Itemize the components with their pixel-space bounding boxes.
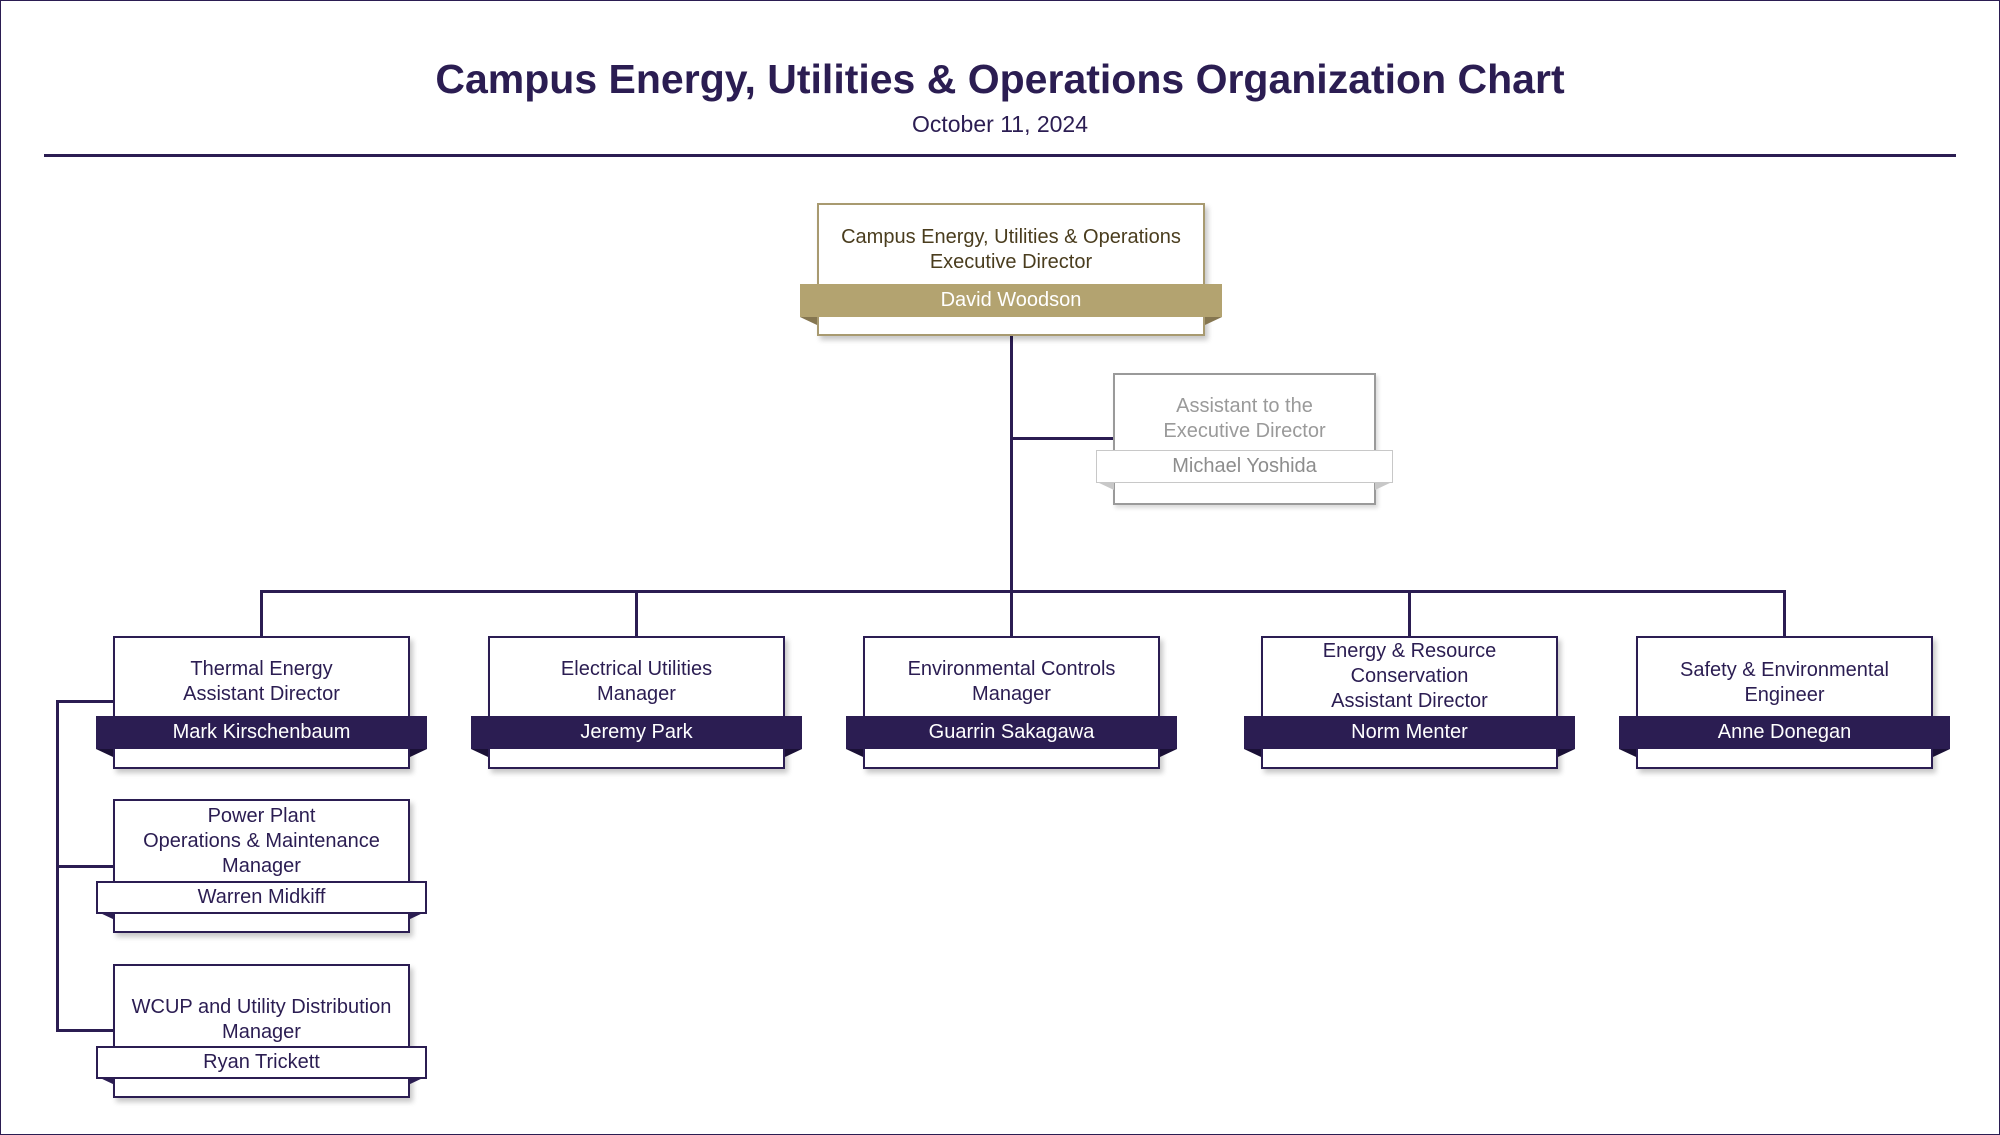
card-role: Environmental Controls Manager	[907, 658, 1116, 705]
org-card-environmental-controls: Environmental Controls Manager Guarrin S…	[846, 636, 1177, 769]
connector-drop-conservation	[1408, 590, 1411, 638]
card-box	[1113, 373, 1376, 505]
connector-thermal-powerplant	[56, 865, 114, 868]
card-name-band: Ryan Trickett	[96, 1046, 427, 1085]
org-card-energy-conservation: Energy & Resource Conservation Assistant…	[1244, 636, 1575, 769]
connector-thermal-top	[56, 700, 114, 703]
card-role: Assistant to the Executive Director	[1163, 395, 1326, 442]
card-role: Energy & Resource Conservation Assistant…	[1322, 639, 1497, 712]
chart-title: Campus Energy, Utilities & Operations Or…	[435, 56, 1565, 102]
card-name-band: Norm Menter	[1244, 716, 1575, 757]
card-name-band: Jeremy Park	[471, 716, 802, 757]
card-name-band: Michael Yoshida	[1096, 450, 1393, 490]
card-role: Power Plant Operations & Maintenance Man…	[143, 804, 380, 877]
connector-drop-environmental	[1010, 590, 1013, 638]
connector-drop-safety	[1783, 590, 1786, 638]
card-name-band: Anne Donegan	[1619, 716, 1950, 757]
card-role: Thermal Energy Assistant Director	[183, 658, 340, 705]
connector-assistant	[1010, 437, 1114, 440]
card-role: Safety & Environmental Engineer	[1680, 659, 1889, 706]
org-card-power-plant: Power Plant Operations & Maintenance Man…	[96, 799, 427, 933]
card-name-band: Mark Kirschenbaum	[96, 716, 427, 757]
header-rule	[44, 154, 1956, 157]
card-role: WCUP and Utility Distribution Manager	[131, 996, 392, 1043]
connector-drop-electrical	[635, 590, 638, 638]
card-name-band: David Woodson	[800, 284, 1222, 325]
org-card-safety-environmental: Safety & Environmental Engineer Anne Don…	[1619, 636, 1950, 769]
org-card-executive-director: Campus Energy, Utilities & Operations Ex…	[800, 203, 1222, 336]
chart-date: October 11, 2024	[911, 111, 1089, 137]
card-name-band: Warren Midkiff	[96, 881, 427, 920]
card-name-band: Guarrin Sakagawa	[846, 716, 1177, 757]
org-card-thermal-energy: Thermal Energy Assistant Director Mark K…	[96, 636, 427, 769]
connector-horizontal-bus	[260, 590, 1786, 593]
connector-exec-trunk	[1010, 336, 1013, 638]
connector-thermal-wcup	[56, 1029, 114, 1032]
org-card-assistant: Assistant to the Executive Director Mich…	[1096, 373, 1393, 505]
card-role: Electrical Utilities Manager	[560, 658, 713, 705]
card-role: Campus Energy, Utilities & Operations Ex…	[841, 226, 1181, 273]
connector-drop-thermal	[260, 590, 263, 638]
org-card-wcup-utility-distribution: WCUP and Utility Distribution Manager Ry…	[96, 964, 427, 1098]
org-card-electrical-utilities: Electrical Utilities Manager Jeremy Park	[471, 636, 802, 769]
